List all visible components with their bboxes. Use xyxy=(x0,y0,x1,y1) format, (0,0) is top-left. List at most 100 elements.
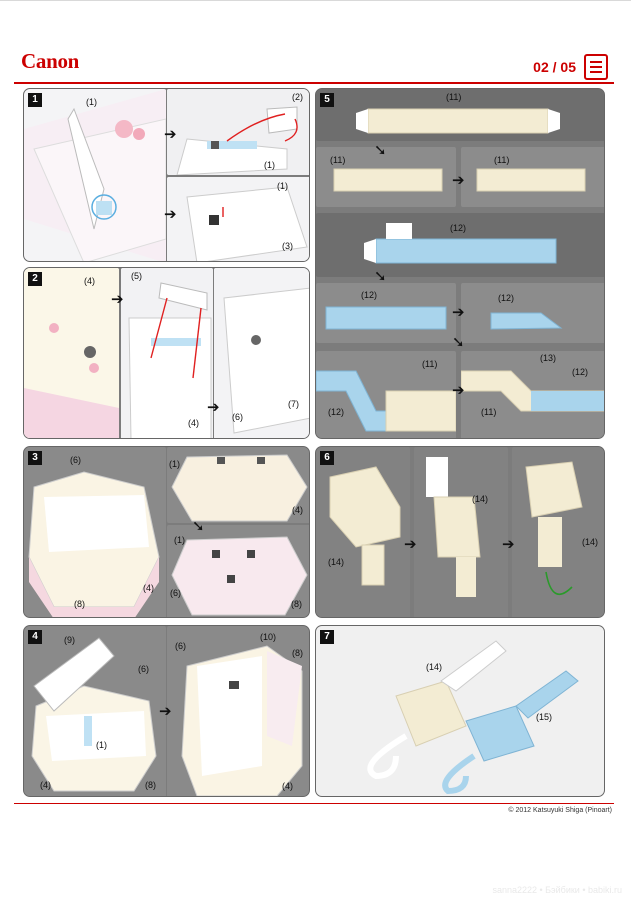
part-label: (8) xyxy=(291,599,302,609)
part-label: (12) xyxy=(498,293,515,303)
header-rule xyxy=(14,82,614,84)
part-label: (14) xyxy=(328,557,345,567)
step-panel-6: 6 ➔ ➔ (14) (14) (14) xyxy=(315,446,605,618)
step-photo xyxy=(316,283,456,343)
part-label: (12) xyxy=(328,407,345,417)
part-label: (4) xyxy=(143,583,154,593)
step-photo xyxy=(167,177,309,261)
step-photo xyxy=(316,626,604,796)
folded-wall-illustration xyxy=(214,268,309,438)
step-number: 7 xyxy=(320,630,334,644)
cream-tube-closed-illustration xyxy=(476,168,586,192)
cream-tube-illustration xyxy=(333,168,443,192)
arrow-icon: ➔ xyxy=(452,304,465,321)
part-label: (12) xyxy=(450,223,467,233)
part-label: (6) xyxy=(70,455,81,465)
canon-logo: Canon xyxy=(21,49,80,73)
part-label: (14) xyxy=(472,494,489,504)
part-label: (1) xyxy=(86,97,97,107)
booklet-icon xyxy=(584,54,608,80)
part-label: (15) xyxy=(536,712,553,722)
tube-folding-illustration xyxy=(426,457,481,597)
sheet-punch-illustration xyxy=(24,268,119,438)
part-label: (4) xyxy=(292,505,303,515)
part-label: (10) xyxy=(260,632,277,642)
part-label: (1) xyxy=(264,160,275,170)
arrow-icon: ➘ xyxy=(192,518,205,535)
arrow-icon: ➔ xyxy=(404,536,417,553)
step-photo xyxy=(121,268,213,438)
part-label: (8) xyxy=(74,599,85,609)
part-label: (1) xyxy=(96,740,107,750)
part-label: (14) xyxy=(582,537,599,547)
step-photo xyxy=(167,626,309,796)
finished-parts-illustration xyxy=(367,640,579,795)
step-photo xyxy=(214,268,309,438)
part-label: (4) xyxy=(84,276,95,286)
step-number: 6 xyxy=(320,451,334,465)
step-panel-5: 5 xyxy=(315,88,605,439)
part-label: (4) xyxy=(40,780,51,790)
arrow-icon: ➔ xyxy=(164,126,177,143)
tube-join-illustration xyxy=(316,370,456,432)
arrow-icon: ➘ xyxy=(452,334,465,351)
fold-result-illustration xyxy=(167,177,309,261)
part-label: (7) xyxy=(288,399,299,409)
part-label: (13) xyxy=(540,353,557,363)
watermark-text: sanna2222 • Бэйбики • babiki.ru xyxy=(492,885,622,895)
step-number: 1 xyxy=(28,93,42,107)
blue-tube-bent-illustration xyxy=(490,312,563,330)
step-photo xyxy=(414,447,508,617)
hexagon-box-open-illustration xyxy=(28,471,160,617)
step-photo xyxy=(316,147,456,207)
part-label: (8) xyxy=(292,648,303,658)
part-label: (1) xyxy=(277,181,288,191)
step-number: 2 xyxy=(28,272,42,286)
part-label: (11) xyxy=(446,92,462,102)
step-photo xyxy=(316,89,604,141)
part-label: (9) xyxy=(64,635,75,645)
step-photo xyxy=(167,447,309,523)
page-number: 02 / 05 xyxy=(533,59,576,75)
arrow-icon: ➔ xyxy=(502,536,515,553)
box-with-tube-illustration xyxy=(329,466,401,586)
tube-loop-illustration xyxy=(525,461,583,596)
part-label: (3) xyxy=(282,241,293,251)
box-inner-walls-illustration xyxy=(181,645,303,796)
blue-tube-illustration xyxy=(325,306,447,330)
top-rule xyxy=(0,0,631,1)
part-label: (11) xyxy=(494,155,510,165)
step-panel-4: 4 ➔ (9) (6) (1) (4) (8) (6) (10) (8) (4) xyxy=(23,625,310,797)
part-label: (6) xyxy=(175,641,186,651)
step-photo xyxy=(316,447,410,617)
step-photo xyxy=(316,351,456,438)
part-label: (4) xyxy=(188,418,199,428)
paper-sheet-illustration xyxy=(24,89,166,261)
footer-rule xyxy=(14,803,614,804)
step-number: 5 xyxy=(320,93,334,107)
tab-insert-illustration xyxy=(167,89,309,175)
arrow-icon: ➔ xyxy=(452,382,465,399)
cream-strip-flat-illustration xyxy=(356,108,560,134)
part-label: (11) xyxy=(481,407,497,417)
part-label: (11) xyxy=(330,155,346,165)
part-label: (2) xyxy=(292,92,303,102)
arrow-icon: ➘ xyxy=(374,268,387,285)
hexagon-lid-illustration xyxy=(171,536,308,616)
step-photo xyxy=(24,89,166,261)
step-photo xyxy=(316,213,604,277)
step-panel-7: 7 (14) (15) xyxy=(315,625,605,797)
fold-tab-illustration xyxy=(121,268,213,438)
arrow-icon: ➔ xyxy=(207,399,220,416)
arrow-icon: ➔ xyxy=(159,703,172,720)
arrow-icon: ➘ xyxy=(374,142,387,159)
step-photo xyxy=(461,283,604,343)
step-photo xyxy=(512,447,604,617)
part-label: (4) xyxy=(282,781,293,791)
step-photo xyxy=(24,626,166,796)
step-panel-1: 1 ➔ ➔ (1) (2) (1) (1) xyxy=(23,88,310,262)
part-label: (1) xyxy=(174,535,185,545)
hexagon-top-illustration xyxy=(171,454,308,522)
step-photo xyxy=(167,89,309,175)
part-label: (6) xyxy=(170,588,181,598)
